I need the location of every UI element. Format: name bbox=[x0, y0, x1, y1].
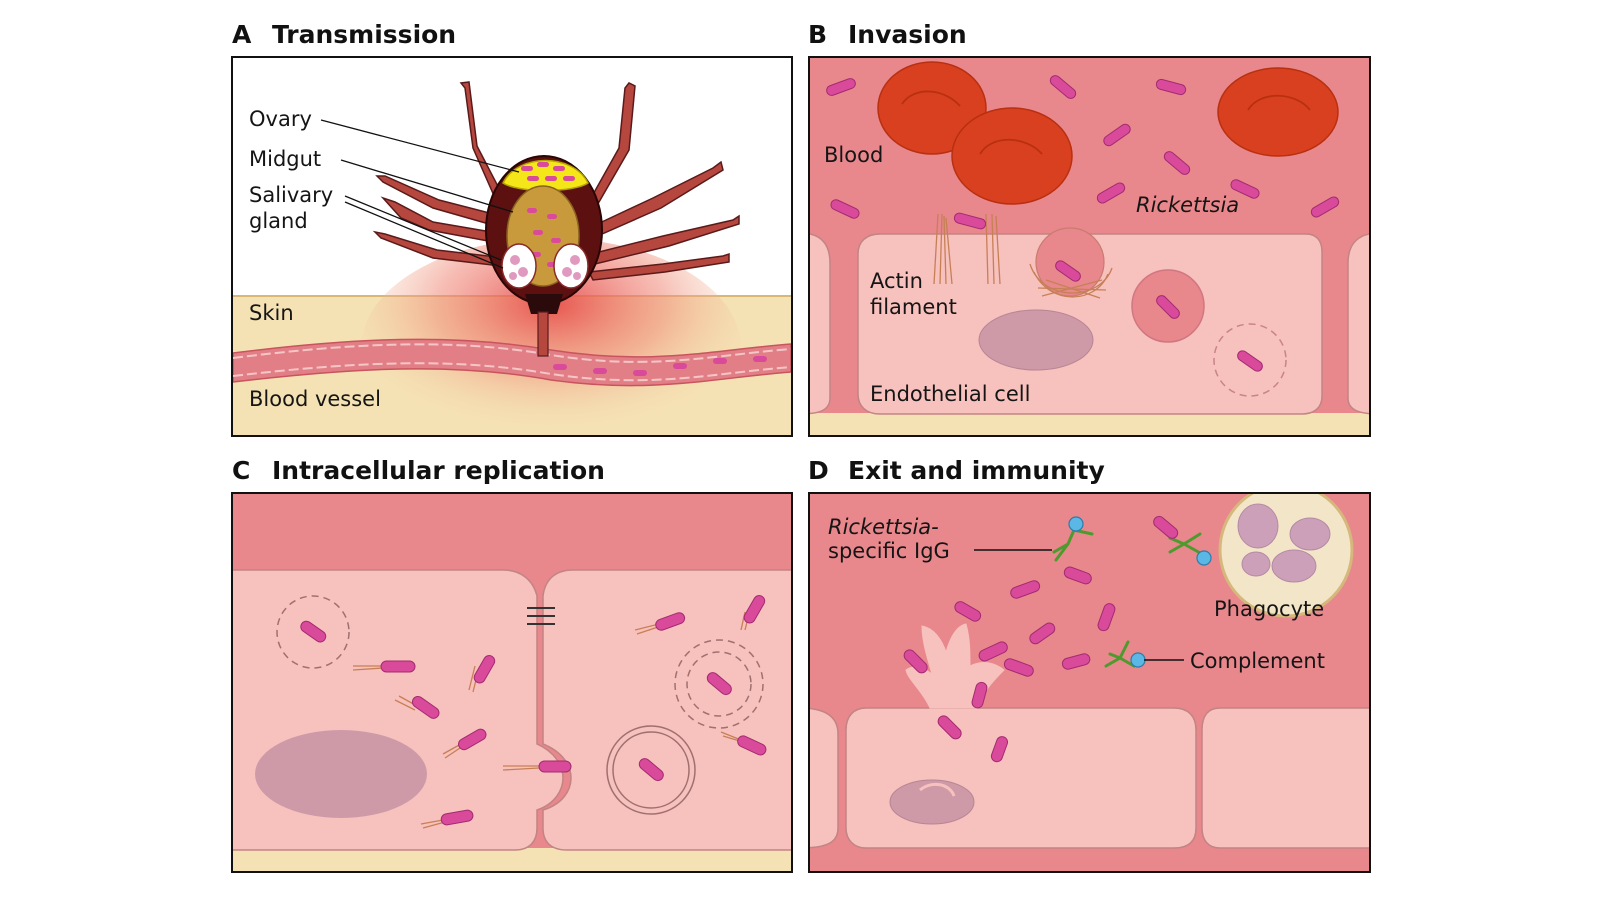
panel-d-heading: D Exit and immunity bbox=[808, 456, 1105, 485]
cell-junction bbox=[527, 607, 555, 625]
complement-proteins bbox=[1068, 516, 1212, 668]
tick-salivary-right bbox=[553, 243, 589, 289]
endothelial-cell-right-edge bbox=[1347, 233, 1369, 415]
invasion-illustration: Blood Rickettsia Actin filament Endothel… bbox=[810, 58, 1369, 435]
tick-salivary-left bbox=[501, 243, 537, 289]
endothelial-cell-right bbox=[1201, 707, 1369, 849]
tick-legs bbox=[372, 81, 740, 281]
replication-illustration bbox=[233, 494, 791, 871]
vessel-bacteria bbox=[553, 356, 767, 376]
dissolving-vacuole bbox=[1213, 323, 1287, 397]
panel-a-letter: A bbox=[232, 20, 252, 49]
entry-vacuole bbox=[1035, 227, 1105, 297]
panel-b-letter: B bbox=[808, 20, 828, 49]
actin-ring bbox=[1029, 263, 1113, 299]
panel-a-title: Transmission bbox=[272, 20, 457, 49]
label-salivary-gland-line1: Salivary bbox=[249, 183, 333, 207]
tick-mouthparts bbox=[537, 311, 549, 357]
panel-b-heading: B Invasion bbox=[808, 20, 967, 49]
panel-c-letter: C bbox=[232, 456, 251, 485]
endothelial-cell-center bbox=[845, 707, 1197, 849]
host-nucleus bbox=[255, 730, 427, 818]
double-vacuole-outer bbox=[674, 639, 764, 729]
tick-body bbox=[485, 155, 603, 357]
infected-cell-right bbox=[542, 569, 791, 851]
transmission-illustration: Ovary Midgut Salivary gland Skin Blood v… bbox=[233, 58, 791, 435]
label-salivary-gland-line2: gland bbox=[249, 209, 308, 233]
label-rickettsia-specific-igg-line1: Rickettsia- bbox=[828, 515, 939, 539]
panel-b-invasion: Blood Rickettsia Actin filament Endothel… bbox=[808, 56, 1371, 437]
blood-vessel bbox=[233, 338, 791, 387]
label-ovary: Ovary bbox=[249, 107, 312, 131]
label-complement: Complement bbox=[1190, 649, 1325, 673]
panel-c-heading: C Intracellular replication bbox=[232, 456, 605, 485]
label-blood: Blood bbox=[824, 143, 883, 167]
panel-a-heading: A Transmission bbox=[232, 20, 456, 49]
label-endothelial-cell: Endothelial cell bbox=[870, 382, 1030, 406]
panel-c-title: Intracellular replication bbox=[272, 456, 605, 485]
panel-b-title: Invasion bbox=[848, 20, 967, 49]
replicating-rickettsia bbox=[300, 595, 767, 826]
double-vacuole-inner bbox=[686, 651, 752, 717]
phagocyte bbox=[1218, 494, 1354, 618]
endothelial-cell-left-edge bbox=[810, 707, 839, 849]
label-rickettsia: Rickettsia bbox=[1136, 193, 1239, 217]
label-phagocyte: Phagocyte bbox=[1214, 597, 1324, 621]
exit-immunity-illustration: Rickettsia- specific IgG Phagocyte Compl… bbox=[810, 494, 1369, 871]
label-skin: Skin bbox=[249, 301, 294, 325]
endothelial-nucleus bbox=[978, 309, 1094, 371]
label-blood-vessel: Blood vessel bbox=[249, 387, 381, 411]
panel-d-letter: D bbox=[808, 456, 829, 485]
endothelial-cell-left-edge bbox=[810, 233, 831, 415]
rickettsia-bacteria bbox=[826, 75, 1340, 372]
fragmented-nucleus bbox=[889, 779, 975, 825]
actin-filaments bbox=[933, 213, 1001, 285]
endothelial-cell bbox=[857, 233, 1323, 415]
label-actin-filament-line2: filament bbox=[870, 295, 957, 319]
early-vacuole bbox=[276, 595, 350, 669]
label-leader-lines bbox=[320, 119, 520, 269]
label-midgut: Midgut bbox=[249, 147, 321, 171]
released-rickettsia bbox=[903, 515, 1179, 763]
secondary-vacuole-inner bbox=[612, 731, 690, 809]
panel-c-intracellular-replication bbox=[231, 492, 793, 873]
label-leader-lines bbox=[974, 549, 1184, 661]
red-blood-cells bbox=[877, 61, 1339, 205]
label-actin-filament-line1: Actin bbox=[870, 269, 923, 293]
panel-a-transmission: Ovary Midgut Salivary gland Skin Blood v… bbox=[231, 56, 793, 437]
label-rickettsia-specific-igg-line2: specific IgG bbox=[828, 539, 950, 563]
panel-d-exit-and-immunity: Rickettsia- specific IgG Phagocyte Compl… bbox=[808, 492, 1371, 873]
panel-d-title: Exit and immunity bbox=[848, 456, 1105, 485]
